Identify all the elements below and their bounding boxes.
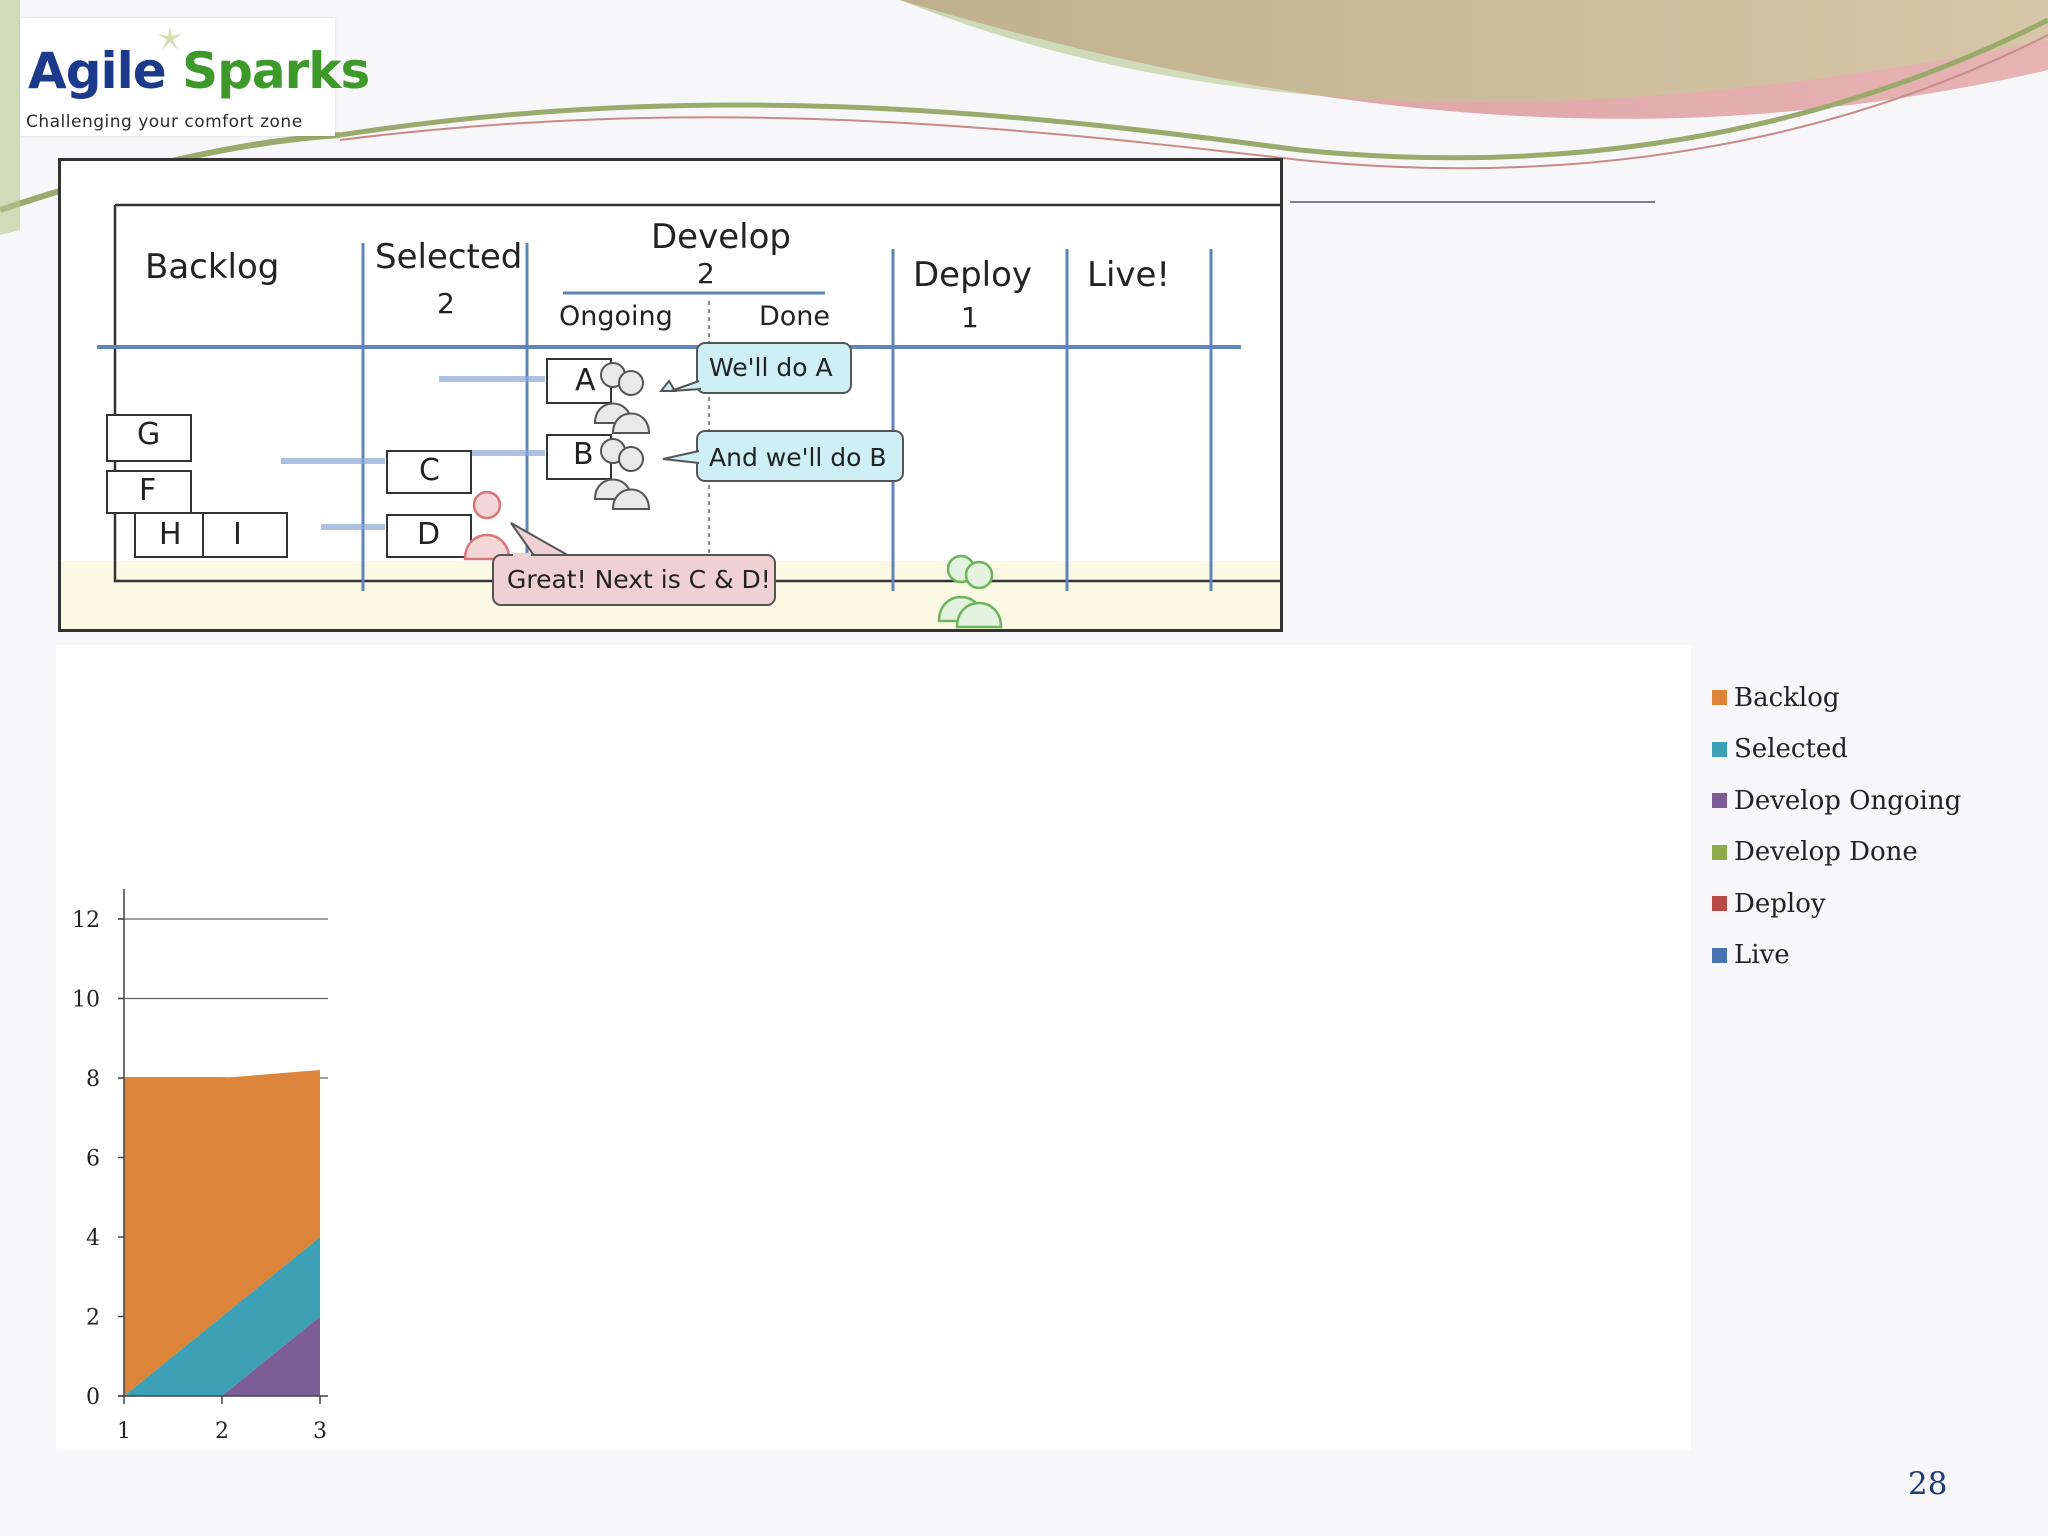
team-a-people-icon [593,362,651,434]
x-tick-label-3: 3 [313,1419,327,1444]
page-number: 28 [1908,1466,1948,1502]
y-tick-label-0: 0 [86,1385,100,1410]
legend-item-backlog: Backlog [1712,672,2012,724]
legend-label-develop-done: Develop Done [1734,837,1918,868]
column-deploy-limit: 1 [961,301,979,334]
card-a [546,358,612,404]
agile-sparks-logo: Agile Sparks Challenging your comfort zo… [20,18,370,136]
column-deploy-label: Deploy [913,255,1033,295]
x-tick-label-2: 2 [215,1419,229,1444]
card-a-label: A [575,363,596,398]
kanban-board-illustration: Backlog Selected 2 Develop 2 Ongoing Don… [58,158,1283,632]
y-tick-label-8: 8 [86,1067,100,1092]
y-tick-label-4: 4 [86,1226,100,1251]
area-series-develop-ongoing [124,1316,320,1396]
y-tick-label-12: 12 [72,908,100,933]
legend-item-deploy: Deploy [1712,878,2012,930]
legend-swatch-selected [1712,741,1727,757]
legend-item-develop-done: Develop Done [1712,827,2012,879]
legend-swatch-develop-done [1712,844,1727,860]
kanban-board-drawing [61,203,1280,629]
legend-item-live: Live [1712,930,2012,982]
card-h-label: H [159,517,182,552]
column-develop-label: Develop [651,217,791,257]
card-d-label: D [417,517,441,552]
legend-item-develop-ongoing: Develop Ongoing [1712,775,2012,827]
speech-bubble-a [658,342,852,394]
speech-bubble-a-text: We'll do A [709,353,833,382]
speech-bubble-cd [492,522,776,606]
area-series-backlog [124,1070,320,1396]
spark-icon [158,26,182,50]
legend-label-backlog: Backlog [1734,682,1840,713]
y-tick-label-2: 2 [86,1306,100,1331]
card-f [106,470,192,514]
legend-swatch-develop-ongoing [1712,793,1727,809]
header-banner-decoration [0,0,2048,235]
card-h [134,512,204,558]
column-ongoing-label: Ongoing [559,301,673,332]
column-selected-limit: 2 [437,287,455,320]
legend-label-develop-ongoing: Develop Ongoing [1734,785,1962,816]
card-i [202,512,288,558]
card-g-label: G [137,417,161,452]
speech-bubble-cd-text: Great! Next is C & D! [507,565,771,594]
speech-bubble-b-text: And we'll do B [709,443,887,472]
card-f-label: F [139,473,157,508]
team-b-people-icon [593,438,651,510]
column-live-label: Live! [1087,255,1171,295]
card-b [546,434,612,480]
y-tick-label-6: 6 [86,1147,100,1172]
card-d [386,514,472,558]
legend-label-live: Live [1734,940,1790,971]
deploy-team-people-icon [937,554,1003,629]
card-c [386,450,472,494]
x-tick-label-1: 1 [117,1419,131,1444]
card-b-label: B [573,437,594,472]
logo-word-sparks: Sparks [182,42,370,100]
card-i-label: I [233,517,242,552]
speech-bubble-b [662,430,904,482]
column-backlog-label: Backlog [145,247,280,287]
logo-wordmark: Agile Sparks [28,42,370,100]
card-c-label: C [419,453,440,488]
column-done-label: Done [759,301,831,332]
legend-swatch-backlog [1712,690,1727,706]
logo-tagline: Challenging your comfort zone [26,112,303,132]
legend-swatch-live [1712,947,1727,963]
card-g [106,414,192,462]
column-selected-label: Selected [375,237,523,277]
column-develop-limit: 2 [697,257,715,290]
logo-word-agile: Agile [28,42,167,100]
y-tick-label-10: 10 [72,988,100,1013]
legend-label-deploy: Deploy [1734,888,1826,919]
legend-swatch-deploy [1712,896,1727,912]
legend-label-selected: Selected [1734,734,1848,765]
legend-item-selected: Selected [1712,724,2012,776]
